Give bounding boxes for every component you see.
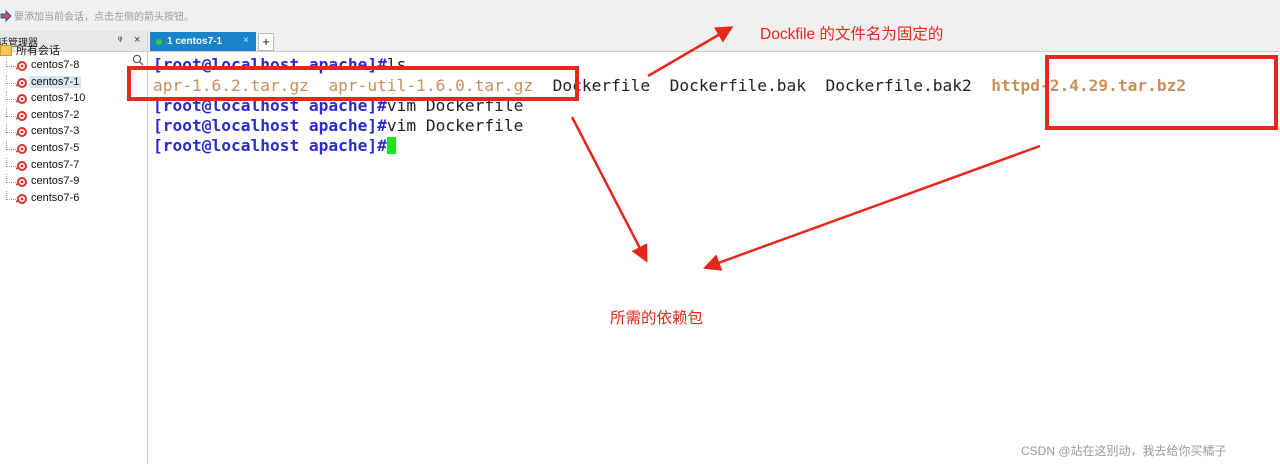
tree-connector (6, 190, 16, 200)
session-item[interactable]: centos7-9 (0, 174, 147, 191)
prompt: [root@localhost apache]# (153, 136, 387, 155)
tab-label: 1 centos7-1 (167, 36, 223, 47)
hint-bar: 要添加当前会话，点击左侧的箭头按钮。 (0, 0, 1280, 32)
tree-connector (6, 107, 16, 117)
tab-bar: 1 centos7-1 × + (148, 31, 1280, 52)
session-label: centos7-5 (31, 141, 80, 154)
arrow-icon[interactable] (0, 9, 12, 22)
session-icon (16, 127, 27, 138)
session-item[interactable]: centos7-8 (0, 58, 147, 75)
search-row (0, 52, 147, 70)
session-item[interactable]: centos7-1 (0, 74, 147, 92)
tree-connector (6, 140, 16, 150)
session-item[interactable]: centos7-10 (0, 91, 147, 108)
session-tree: centos7-8 centos7-1 centos7-10 centos7-2 cen… (0, 58, 147, 207)
file-dockerfile-bak2: Dockerfile.bak2 (825, 76, 972, 95)
session-icon (16, 110, 27, 121)
session-icon (16, 77, 27, 88)
session-item[interactable]: centos7-7 (0, 157, 147, 175)
session-item[interactable]: centso7-6 (0, 190, 147, 208)
tree-connector (6, 74, 16, 84)
annotation-deps-note: 所需的依赖包 (610, 310, 704, 327)
session-label: centso7-6 (31, 191, 80, 204)
prompt: [root@localhost apache]# (153, 116, 387, 135)
highlight-box-deps-left (127, 66, 579, 101)
session-icon (16, 94, 27, 105)
tree-connector (6, 124, 16, 134)
session-label: centos7-1 (29, 75, 82, 88)
tree-connector (6, 157, 16, 167)
hint-text: 要添加当前会话，点击左侧的箭头按钮。 (14, 12, 194, 23)
tab-centos7-1[interactable]: 1 centos7-1 × (150, 32, 256, 51)
terminal-line: [root@localhost apache]#vim Dockerfile (153, 116, 523, 135)
close-icon[interactable]: × (134, 34, 141, 46)
panel-header: 话管理器 ᵠ × (0, 31, 147, 52)
file-dockerfile-bak: Dockerfile.bak (669, 76, 807, 95)
watermark: CSDN @站在这别动，我去给你买橘子 (1021, 444, 1227, 458)
command: vim Dockerfile (386, 116, 524, 135)
session-icon (16, 193, 27, 204)
tree-connector (6, 91, 16, 101)
session-label: centos7-2 (31, 108, 80, 121)
ls-output-line: apr-1.6.2.tar.gz apr-util-1.6.0.tar.gz D… (153, 76, 1186, 95)
pin-icon[interactable]: ᵠ (118, 35, 123, 46)
file-apr-util: apr-util-1.6.0.tar.gz (328, 76, 534, 95)
tree-connector (6, 58, 16, 67)
session-label: centos7-8 (31, 59, 80, 71)
connected-status-icon (156, 38, 162, 45)
file-httpd: httpd-2.4.29.tar.bz2 (991, 76, 1187, 95)
terminal-line: [root@localhost apache]# (153, 136, 396, 155)
tree-root-all-sessions[interactable]: 所有会话 (0, 42, 60, 58)
add-tab-button[interactable]: + (258, 33, 274, 51)
search-icon[interactable] (132, 54, 144, 66)
session-label: centos7-7 (31, 158, 80, 171)
highlight-box-deps-right (1045, 55, 1278, 130)
session-icon (16, 61, 27, 71)
folder-icon (0, 44, 12, 56)
panel-title: 话管理器 (0, 37, 38, 49)
session-label: centos7-9 (31, 175, 80, 188)
session-icon (16, 160, 27, 171)
file-apr: apr-1.6.2.tar.gz (153, 76, 309, 95)
session-icon (16, 143, 27, 154)
session-item[interactable]: centos7-5 (0, 140, 147, 158)
session-icon (16, 177, 27, 188)
tree-connector (6, 174, 16, 184)
session-item[interactable]: centos7-2 (0, 107, 147, 125)
close-tab-icon[interactable]: × (243, 35, 249, 46)
session-item[interactable]: centos7-3 (0, 124, 147, 141)
annotation-dockerfile-note: Dockfile 的文件名为固定的 (760, 26, 944, 43)
terminal-cursor (386, 137, 396, 154)
tree-root-label: 所有会话 (16, 45, 60, 57)
session-label: centos7-10 (31, 92, 86, 105)
session-label: centos7-3 (31, 125, 80, 138)
